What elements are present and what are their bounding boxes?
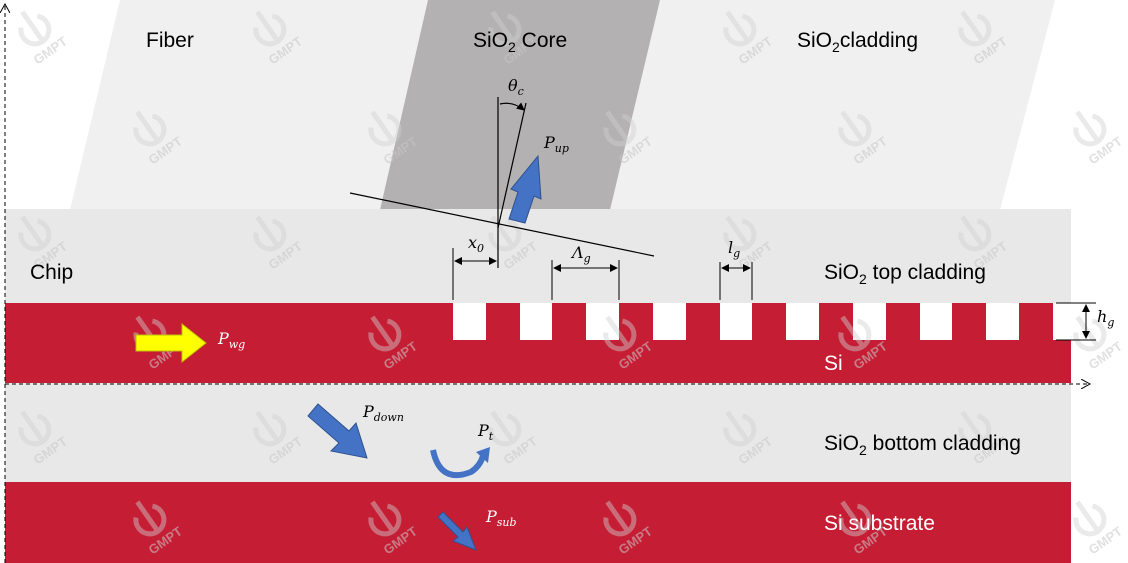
l-g-symbol: lg (728, 238, 740, 260)
p-t-arrowhead (476, 447, 490, 463)
theta-c-symbol: θc (508, 76, 524, 98)
watermark-mark: GMPT (1073, 110, 1125, 167)
bottom-cladding-layer (5, 383, 1071, 482)
svg-text:GMPT: GMPT (1086, 523, 1125, 557)
p-sub-symbol: Psub (485, 507, 517, 529)
p-up-arrow (508, 154, 542, 224)
silicon-waveguide-grating (5, 303, 1071, 383)
p-wg-symbol: Pwg (217, 329, 245, 351)
sio2-bottom-cladding-label: SiO2 bottom cladding (824, 432, 1021, 458)
p-t-symbol: Pt (477, 421, 494, 443)
theta-angle-arc (499, 102, 525, 111)
h-g-symbol: hg (1097, 307, 1114, 329)
svg-text:GMPT: GMPT (1086, 338, 1125, 372)
top-cladding-layer (5, 209, 1071, 303)
p-down-symbol: Pdown (362, 402, 404, 424)
watermark-mark: GMPT (1073, 500, 1125, 557)
x0-symbol: x0 (468, 233, 484, 255)
p-sub-arrow (437, 511, 477, 551)
watermark-mark: GMPT (1073, 315, 1125, 372)
si-substrate-layer (5, 482, 1071, 563)
fiber-axis-line (497, 102, 527, 229)
si-label: Si (824, 352, 843, 375)
svg-text:GMPT: GMPT (31, 33, 70, 67)
tilt-reference-line (349, 192, 655, 257)
watermark-mark: GMPT (18, 10, 70, 67)
svg-text:GMPT: GMPT (1086, 133, 1125, 167)
fiber-label: Fiber (146, 29, 194, 52)
p-t-circulating-arrow (430, 449, 486, 479)
sio2-core-label: SiO2 Core (473, 29, 567, 55)
sio2-top-cladding-label: SiO2 top cladding (824, 261, 986, 287)
si-substrate-label: Si substrate (824, 512, 935, 535)
p-wg-arrow (135, 322, 207, 364)
lambda-g-symbol: Λg (570, 243, 591, 265)
sio2-cladding-label: SiO2cladding (797, 29, 918, 55)
p-up-symbol: Pup (543, 133, 569, 155)
chip-label: Chip (30, 261, 73, 284)
p-down-arrow (307, 403, 368, 459)
